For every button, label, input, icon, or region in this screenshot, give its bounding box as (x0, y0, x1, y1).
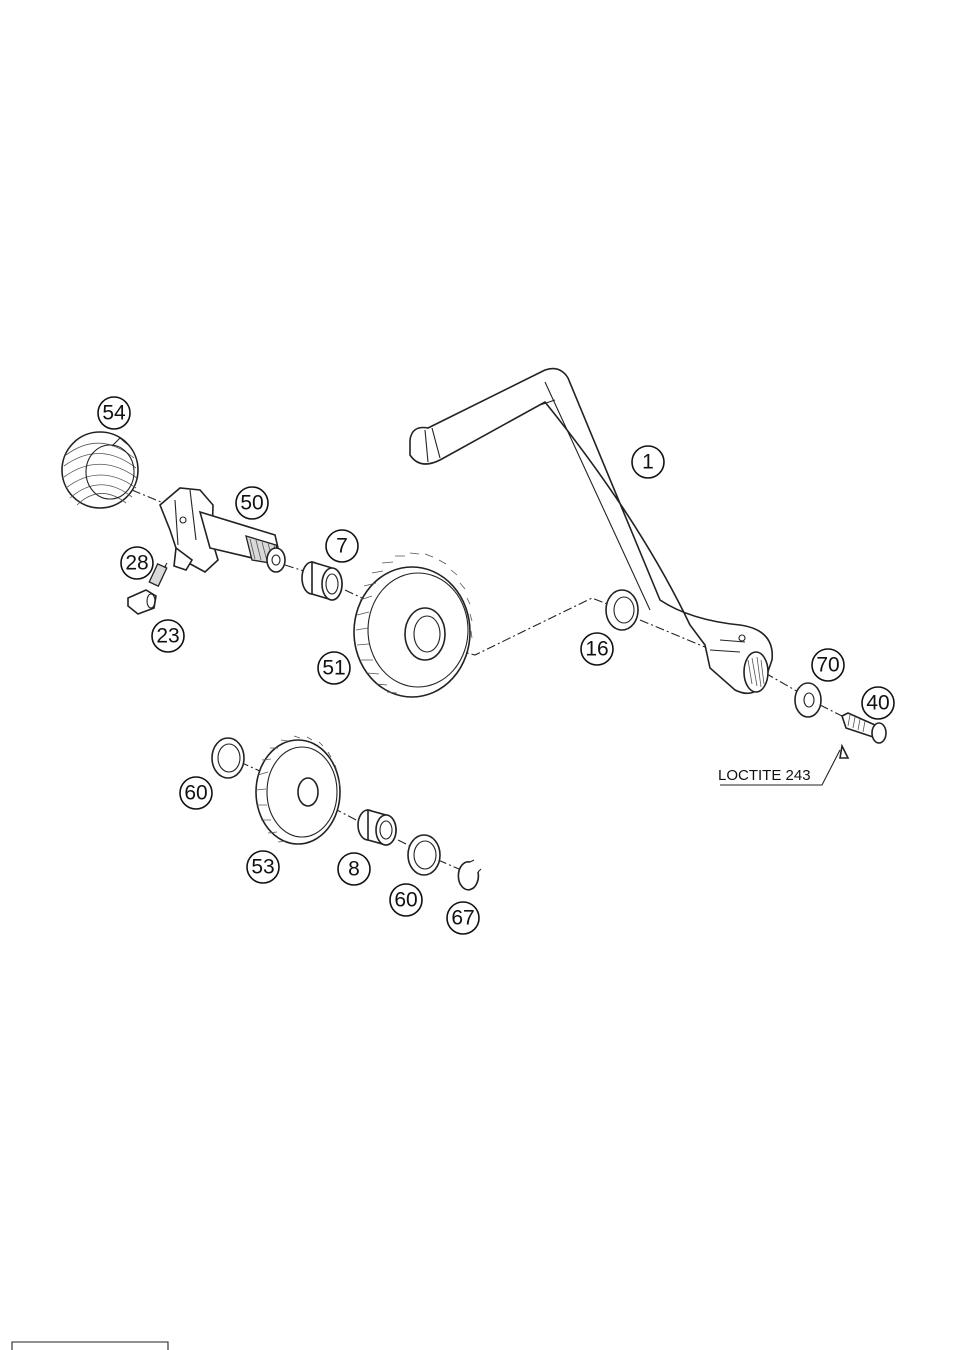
frame-corner (11, 1341, 169, 1350)
callout-40: 40 (861, 686, 895, 720)
svg-text:50: 50 (240, 492, 263, 515)
callout-8: 8 (337, 852, 371, 886)
svg-text:51: 51 (322, 657, 345, 680)
svg-text:67: 67 (451, 907, 474, 930)
needle-bearing-lower-part (357, 808, 397, 846)
callout-50: 50 (235, 486, 269, 520)
svg-text:60: 60 (184, 782, 207, 805)
callout-16: 16 (580, 632, 614, 666)
kickstarter-gear-part (353, 552, 473, 698)
svg-text:7: 7 (336, 535, 348, 558)
callout-70: 70 (811, 648, 845, 682)
washer-part (794, 682, 822, 718)
svg-text:54: 54 (102, 402, 126, 425)
callout-54: 54 (97, 396, 131, 430)
svg-text:40: 40 (866, 692, 889, 715)
return-spring-part (61, 431, 139, 509)
svg-text:70: 70 (816, 654, 839, 677)
loctite-leader-line (720, 749, 841, 786)
small-spring-part (148, 562, 168, 588)
pin-part (127, 589, 157, 615)
loctite-note: LOCTITE 243 (718, 767, 811, 784)
thrust-washer-left-part (211, 737, 245, 779)
kickstarter-lever-part (409, 367, 773, 695)
callout-28: 28 (120, 546, 154, 580)
bushing-part (605, 589, 639, 631)
svg-text:60: 60 (394, 889, 417, 912)
callout-60-right: 60 (389, 883, 423, 917)
thrust-washer-right-part (407, 834, 441, 876)
svg-text:53: 53 (251, 856, 274, 879)
intermediate-gear-part (255, 735, 341, 845)
svg-text:1: 1 (642, 451, 654, 474)
callout-1: 1 (631, 445, 665, 479)
svg-text:28: 28 (125, 552, 148, 575)
callout-7: 7 (325, 529, 359, 563)
callout-51: 51 (317, 651, 351, 685)
circlip-part (457, 859, 482, 891)
callout-23: 23 (151, 619, 185, 653)
screw-part (839, 712, 887, 759)
needle-bearing-upper-part (301, 560, 343, 601)
callout-53: 53 (246, 850, 280, 884)
svg-text:8: 8 (348, 858, 360, 881)
kickstarter-shaft-part (159, 487, 286, 573)
callout-60-left: 60 (179, 776, 213, 810)
callout-67: 67 (446, 901, 480, 935)
svg-text:16: 16 (585, 638, 608, 661)
svg-text:23: 23 (156, 625, 179, 648)
